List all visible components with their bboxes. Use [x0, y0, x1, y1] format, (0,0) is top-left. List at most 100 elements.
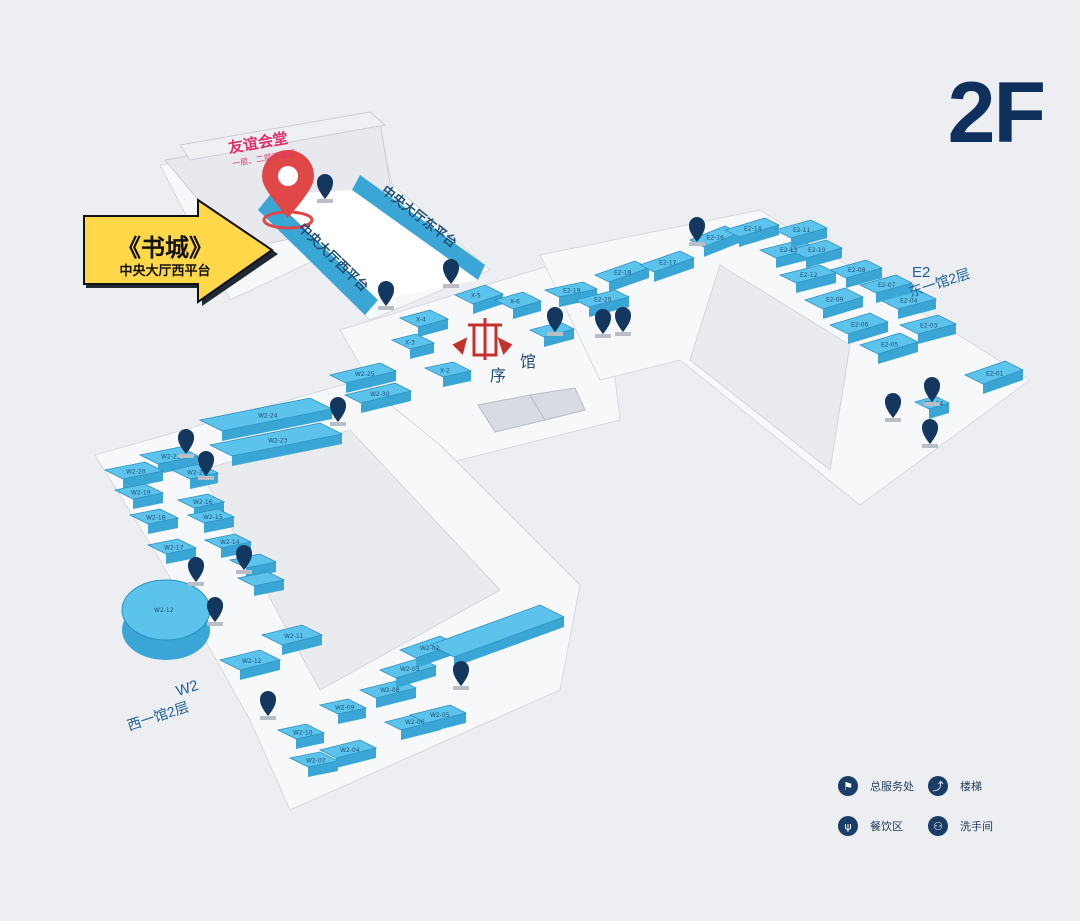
booth-x3[interactable] [390, 333, 436, 359]
booth-w-19[interactable] [103, 461, 165, 489]
facility-marker-icon[interactable] [885, 393, 901, 422]
facility-marker-icon[interactable] [260, 691, 276, 720]
booth-w-10[interactable] [260, 624, 324, 655]
booth-e-9[interactable] [788, 239, 844, 268]
central-platforms [258, 175, 485, 315]
booth-e-6[interactable] [858, 274, 914, 303]
facility-marker-icon[interactable] [595, 309, 611, 338]
booth-label: W2-23 [268, 438, 288, 445]
booth-w-3[interactable] [318, 739, 378, 768]
prelude-label-2: 馆 [520, 354, 537, 371]
booth-label: W2-12 [154, 607, 174, 614]
floor-label: 2F [947, 65, 1046, 161]
bookstore-sign-arrow [83, 198, 278, 306]
booth-w-25[interactable] [343, 382, 413, 413]
booth-w-11[interactable] [218, 649, 282, 680]
facility-marker-icon[interactable] [443, 259, 459, 288]
facility-marker-icon[interactable] [188, 557, 204, 586]
booth-w-8[interactable] [318, 698, 368, 724]
booth-label: W2-07 [306, 758, 326, 765]
booth-e-5[interactable] [828, 312, 890, 344]
facility-marker-icon[interactable] [178, 429, 194, 458]
booth-blocks [103, 217, 1025, 777]
facility-marker-icon[interactable] [378, 281, 394, 310]
facility-marker-icon[interactable] [317, 174, 333, 203]
booth-x5[interactable] [453, 284, 505, 314]
booth-label: W2-21 [161, 454, 181, 461]
facility-marker-icon[interactable] [198, 451, 214, 480]
booth-label: E2-13 [780, 247, 798, 254]
main-staircase [477, 387, 586, 433]
central-hall-floor [270, 190, 478, 300]
booth-label: W2-11 [284, 633, 304, 640]
booth-label: E2-12 [800, 272, 818, 279]
booth-w-16[interactable] [146, 538, 198, 564]
booth-label: W2-04 [340, 747, 360, 754]
booth-label: W2-15 [203, 514, 223, 521]
booth-label: E2-08 [848, 267, 866, 274]
facility-marker-icon[interactable] [615, 307, 631, 336]
booth-label: X-6 [510, 299, 520, 306]
booth-label: W2-10 [293, 730, 313, 737]
facility-marker-icon[interactable] [453, 661, 469, 690]
prelude-stage-icon [452, 318, 513, 360]
central-east-platform [352, 175, 485, 280]
booth-label: E2-17 [659, 260, 677, 267]
booth-w-31[interactable] [236, 571, 286, 596]
facility-markers [178, 174, 940, 720]
booth-w-17[interactable] [128, 508, 180, 534]
booth-label: W2-19 [131, 490, 151, 497]
booth-label: W2-03 [400, 666, 420, 673]
facility-marker-icon[interactable] [207, 597, 223, 626]
booth-e-16[interactable] [638, 250, 696, 282]
booth-label: W2-30 [370, 391, 390, 398]
booth-e-0[interactable] [963, 360, 1025, 394]
prelude-label-1: 序 [490, 368, 507, 385]
booth-label: X-2 [440, 368, 450, 375]
booth-e-18[interactable] [543, 281, 599, 307]
booth-label: W2-25 [355, 371, 375, 378]
booth-labels: X-4X-3X-2X-5X-6E2-19E2-20E2-18E2-17E2-16… [126, 226, 1004, 765]
booth-x4[interactable] [398, 309, 450, 337]
booth-e-13[interactable] [723, 217, 781, 247]
booth-e-10[interactable] [773, 219, 829, 248]
booth-e-2[interactable] [898, 314, 958, 344]
booth-label: W2-14 [220, 539, 240, 546]
booth-rotunda-w2-12[interactable] [121, 579, 211, 660]
booth-w-18[interactable] [113, 483, 165, 509]
booth-label: W2-20 [126, 469, 146, 476]
booth-x2[interactable] [423, 361, 473, 387]
dining-icon: ψ [838, 816, 858, 836]
booth-label: E2-10 [808, 247, 826, 254]
booth-w-corridor[interactable] [428, 604, 566, 667]
booth-x6[interactable] [493, 291, 543, 319]
booth-label: E2-04 [900, 298, 918, 305]
facility-marker-icon[interactable] [330, 397, 346, 426]
facility-marker-icon[interactable] [547, 307, 563, 336]
legend-stairs: ⤴ 楼梯 [928, 776, 982, 796]
booth-w-4[interactable] [408, 704, 468, 733]
booth-e-7[interactable] [828, 259, 884, 288]
booth-label: E2-07 [878, 282, 896, 289]
booth-label: X-4 [416, 317, 426, 324]
restroom-icon: ⚇ [928, 816, 948, 836]
booth-w-9[interactable] [276, 723, 326, 749]
booth-w-20[interactable] [138, 446, 200, 474]
facility-marker-icon[interactable] [236, 545, 252, 574]
booth-label: E2-19 [563, 288, 581, 295]
bookstore-sign-title: 《书城》 [117, 235, 213, 262]
facility-marker-icon[interactable] [922, 419, 938, 448]
booth-label: E2-09 [826, 297, 844, 304]
booth-w-24[interactable] [328, 362, 398, 393]
legend-service: ⚑ 总服务处 [838, 776, 914, 796]
facility-marker-icon[interactable] [689, 217, 705, 246]
booth-e-8[interactable] [803, 287, 865, 319]
facility-marker-icon[interactable] [924, 377, 940, 406]
booth-w-14[interactable] [186, 508, 236, 533]
booth-label: W2-06 [405, 719, 425, 726]
booth-w-22[interactable] [208, 422, 344, 466]
booth-label: W2-12 [242, 658, 262, 665]
booth-label: X-3 [405, 340, 415, 347]
booth-label: E2-20 [594, 297, 612, 304]
